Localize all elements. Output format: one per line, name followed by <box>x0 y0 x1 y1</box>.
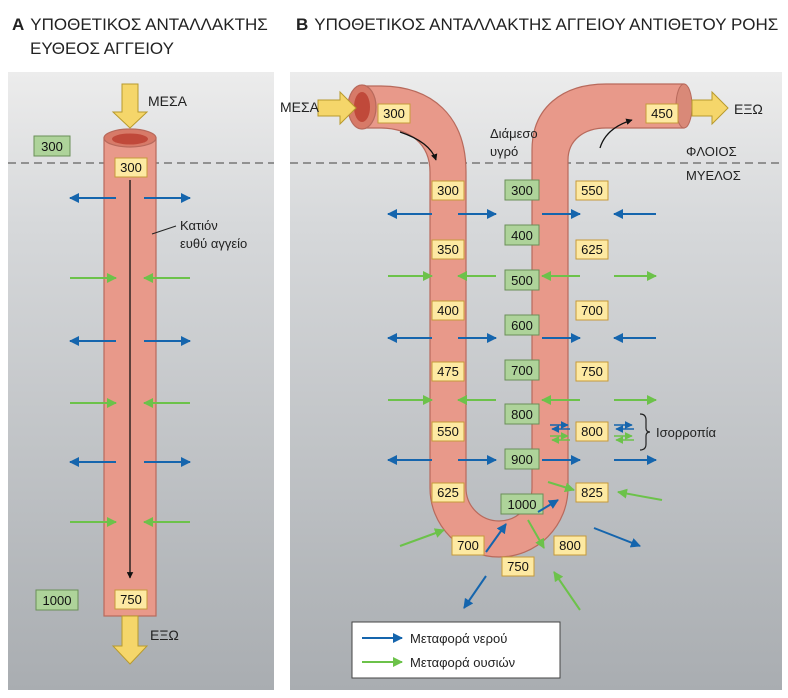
panel-b-heading: B ΥΠΟΘΕΤΙΚΟΣ ΑΝΤΑΛΛΑΚΤΗΣ ΑΓΓΕΙΟΥ ΑΝΤΙΘΕΤΟ… <box>296 14 778 36</box>
panel-b-ascending-values: 550 625 700 750 800 825 <box>575 180 609 503</box>
interstitial-value: 400 <box>511 228 533 243</box>
bend-value: 700 <box>457 538 479 553</box>
interstitial-value: 700 <box>511 363 533 378</box>
equilibrium-bracket <box>639 413 651 451</box>
panel-b-out-arrow <box>691 90 729 126</box>
solute-arrow <box>547 481 575 493</box>
panel-a-top-value-box <box>114 157 148 178</box>
interstitial-value: 500 <box>511 273 533 288</box>
panel-b-out-label: ΕΞΩ <box>734 101 763 117</box>
interstitial-value: 800 <box>511 407 533 422</box>
descending-value: 350 <box>437 242 459 257</box>
descending-value: 400 <box>437 303 459 318</box>
water-arrow <box>593 527 641 548</box>
panel-b-exit-value: 450 <box>651 106 673 121</box>
bend-value: 800 <box>559 538 581 553</box>
panel-b-letter: B <box>296 15 309 34</box>
panel-b-descending-values: 300 350 400 475 550 625 <box>431 180 465 503</box>
panel-b-vessel-lumen <box>354 92 370 122</box>
descending-value: 625 <box>437 485 459 500</box>
panel-a-vessel-label-line1: Κατιόν <box>180 218 218 233</box>
panel-b-exchange-arrows <box>387 209 663 611</box>
interstitial-value: 600 <box>511 318 533 333</box>
panel-b-interstitial-label-line2: υγρό <box>490 144 518 159</box>
ascending-value: 750 <box>581 364 603 379</box>
panel-a-interstitial-top: 300 <box>41 139 63 154</box>
legend-box <box>351 621 561 679</box>
descending-value: 550 <box>437 424 459 439</box>
legend-solute-label: Μεταφορά ουσιών <box>410 655 515 670</box>
panel-a-heading: A ΥΠΟΘΕΤΙΚΟΣ ΑΝΤΑΛΛΑΚΤΗΣ <box>12 14 268 36</box>
panel-b-interstitial-label-line1: Διάμεσο <box>490 126 538 141</box>
panel-a-vessel-label-line2: ευθύ αγγείο <box>180 236 247 251</box>
ascending-value: 625 <box>581 242 603 257</box>
legend-water-label: Μεταφορά νερού <box>410 631 507 646</box>
panel-a-in-label: ΜΕΣΑ <box>148 93 188 109</box>
panel-b-ascending-flow-arrow <box>599 118 633 149</box>
descending-value: 475 <box>437 364 459 379</box>
panel-a-title-line1: ΥΠΟΘΕΤΙΚΟΣ ΑΝΤΑΛΛΑΚΤΗΣ <box>30 15 268 34</box>
panel-b-interstitial-values: 300 400 500 600 700 800 900 1000 <box>500 179 544 515</box>
ascending-value: 550 <box>581 183 603 198</box>
panel-b-medulla-label: ΜΥΕΛΟΣ <box>686 168 741 183</box>
water-arrow <box>485 523 507 553</box>
interstitial-value: 900 <box>511 452 533 467</box>
panel-a-bottom-value-box <box>114 589 148 610</box>
equilibrium-label: Ισορροπία <box>656 425 717 440</box>
descending-value: 300 <box>437 183 459 198</box>
panel-a-exchange-arrows <box>69 193 191 527</box>
solute-arrow <box>527 519 545 549</box>
water-arrow <box>537 499 559 513</box>
panel-b-entry-value: 300 <box>383 106 405 121</box>
panel-a-top-value: 300 <box>120 160 142 175</box>
panel-b-cortex-label: ΦΛΟΙΟΣ <box>686 144 737 159</box>
bend-value: 750 <box>507 559 529 574</box>
panel-a-in-arrow <box>111 83 149 129</box>
panel-b-in-label: ΜΕΣΑ <box>280 99 320 115</box>
solute-arrow <box>553 571 581 611</box>
water-arrow <box>463 575 487 609</box>
panel-a-interstitial-bottom-box <box>35 589 79 611</box>
interstitial-value: 1000 <box>508 497 537 512</box>
panel-a-interstitial-bottom: 1000 <box>43 593 72 608</box>
panel-a-vessel-lumen <box>112 133 148 145</box>
ascending-value: 700 <box>581 303 603 318</box>
panel-b-exit-value-box <box>645 103 679 124</box>
panel-a-out-arrow <box>111 615 149 665</box>
ascending-value: 800 <box>581 424 603 439</box>
panel-a-letter: A <box>12 15 25 34</box>
panel-b-entry-value-box <box>377 103 411 124</box>
panel-a-bottom-value: 750 <box>120 592 142 607</box>
solute-arrow <box>399 528 445 547</box>
panel-b-in-arrow <box>317 90 357 126</box>
panel-a-out-label: ΕΞΩ <box>150 627 179 643</box>
panel-a-vessel-label-leader <box>151 225 177 235</box>
panel-b-bend-values: 700 750 800 <box>451 535 587 577</box>
panel-a-heading-line2: ΕΥΘΕΟΣ ΑΓΓΕΙΟΥ <box>30 39 174 58</box>
interstitial-value: 300 <box>511 183 533 198</box>
panel-b-descending-flow-arrow <box>399 131 438 161</box>
panel-a-interstitial-top-box <box>33 135 71 157</box>
panel-b-title: ΥΠΟΘΕΤΙΚΟΣ ΑΝΤΑΛΛΑΚΤΗΣ ΑΓΓΕΙΟΥ ΑΝΤΙΘΕΤΟΥ… <box>314 15 779 34</box>
solute-arrow <box>617 488 663 501</box>
ascending-value: 825 <box>581 485 603 500</box>
